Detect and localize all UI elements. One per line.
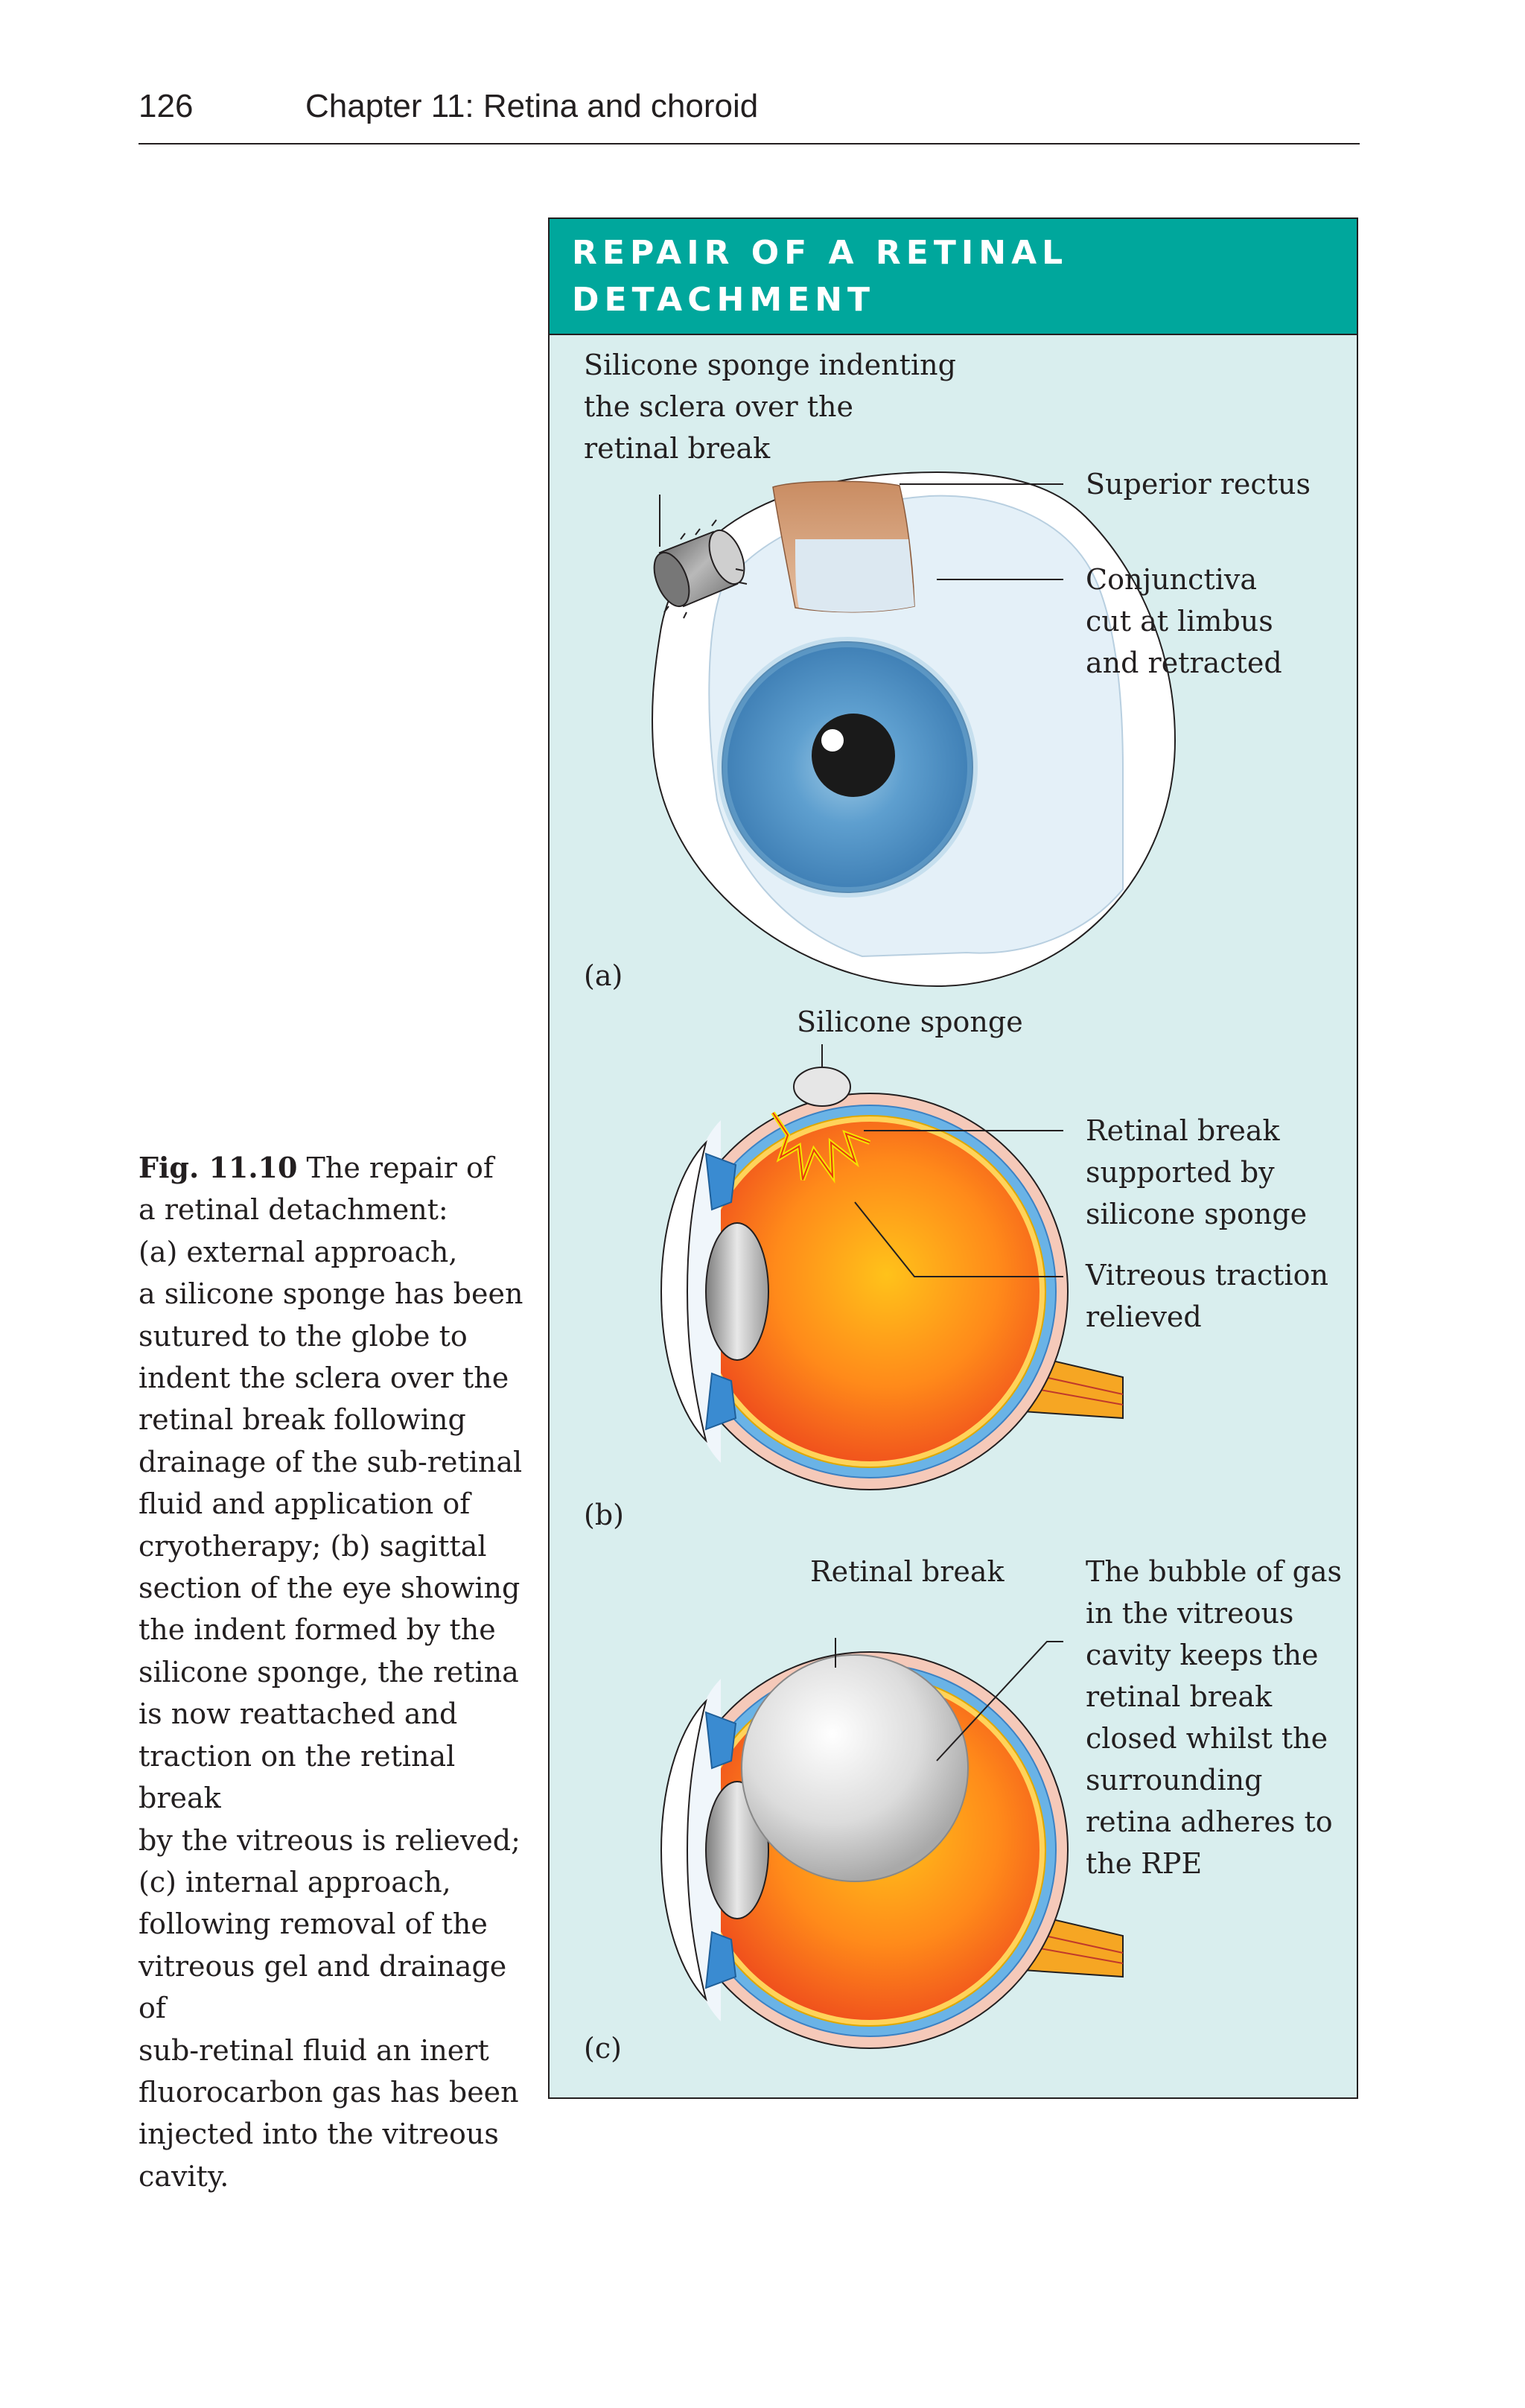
figure-label: Fig. 11.10: [139, 1151, 298, 1184]
caption-line: a silicone sponge has been: [139, 1277, 523, 1311]
panel-a-marker: (a): [584, 959, 623, 992]
panel-c-eye: [660, 1638, 1124, 2049]
caption-line: retinal break following: [139, 1403, 466, 1437]
caption-line: following removal of the: [139, 1907, 488, 1941]
figure-title: REPAIR OF A RETINAL DETACHMENT: [572, 234, 1069, 319]
retinal-break-b: [772, 1112, 870, 1181]
silicone-sponge-a: [653, 519, 748, 619]
label-silicone-sponge-a: Silicone sponge indenting the sclera ove…: [584, 349, 956, 465]
label-silicone-sponge-b: Silicone sponge: [797, 1006, 1023, 1038]
cornea-c: [660, 1698, 707, 2002]
caption-line: vitreous gel and drainage of: [139, 1949, 507, 2025]
silicone-sponge-b: [793, 1067, 851, 1107]
label-gas-bubble: The bubble of gas in the vitreous cavity…: [1086, 1555, 1343, 1880]
caption-line: indent the sclera over the: [139, 1362, 509, 1395]
cornea-b: [660, 1140, 707, 1443]
caption-line: by the vitreous is relieved;: [139, 1823, 520, 1857]
caption-line: section of the eye showing: [139, 1572, 520, 1605]
caption-line: traction on the retinal break: [139, 1739, 456, 1815]
caption-line: cavity.: [139, 2159, 229, 2193]
caption-line: fluid and application of: [139, 1487, 471, 1521]
figure-caption: Fig. 11.10 The repair of a retinal detac…: [139, 1147, 526, 2197]
caption-line: silicone sponge, the retina: [139, 1655, 519, 1689]
page-number: 126: [139, 88, 194, 124]
panel-b-marker: (b): [584, 1499, 624, 1531]
caption-line: drainage of the sub-retinal: [139, 1445, 523, 1478]
caption-line: sub-retinal fluid an inert: [139, 2033, 489, 2067]
label-vitreous-traction: Vitreous traction relieved: [1086, 1259, 1328, 1333]
caption-line: (a) external approach,: [139, 1235, 458, 1268]
label-conjunctiva: Conjunctiva cut at limbus and retracted: [1086, 563, 1282, 679]
panel-c-marker: (c): [584, 2032, 622, 2065]
caption-line: the indent formed by the: [139, 1613, 496, 1647]
label-retinal-break-c: Retinal break: [810, 1555, 1005, 1588]
chapter-title: Chapter 11: Retina and choroid: [305, 88, 759, 124]
gas-bubble: [741, 1654, 969, 1882]
caption-line: is now reattached and: [139, 1697, 458, 1731]
caption-line: (c) internal approach,: [139, 1865, 451, 1899]
caption-line: injected into the vitreous: [139, 2118, 499, 2151]
caption-line: cryotherapy; (b) sagittal: [139, 1529, 487, 1563]
caption-line-1: Fig. 11.10 The repair of: [139, 1151, 494, 1184]
figure-illustrations: [652, 471, 1177, 2049]
pupil: [812, 714, 895, 797]
vitreous-b: [700, 1122, 1040, 1461]
label-retinal-break-supported: Retinal break supported by silicone spon…: [1086, 1114, 1308, 1230]
caption-line: fluorocarbon gas has been: [139, 2075, 519, 2109]
panel-a-eye: [652, 471, 1177, 988]
label-superior-rectus: Superior rectus: [1086, 468, 1311, 501]
caption-line: a retinal detachment:: [139, 1193, 448, 1227]
panel-b-eye: [660, 1044, 1124, 1490]
lens-b: [705, 1222, 769, 1361]
figure-box: REPAIR OF A RETINAL DETACHMENT: [548, 217, 1358, 2099]
caption-line: sutured to the globe to: [139, 1319, 468, 1353]
figure-header: REPAIR OF A RETINAL DETACHMENT: [550, 219, 1357, 335]
running-header: 126 Chapter 11: Retina and choroid: [139, 83, 1360, 144]
